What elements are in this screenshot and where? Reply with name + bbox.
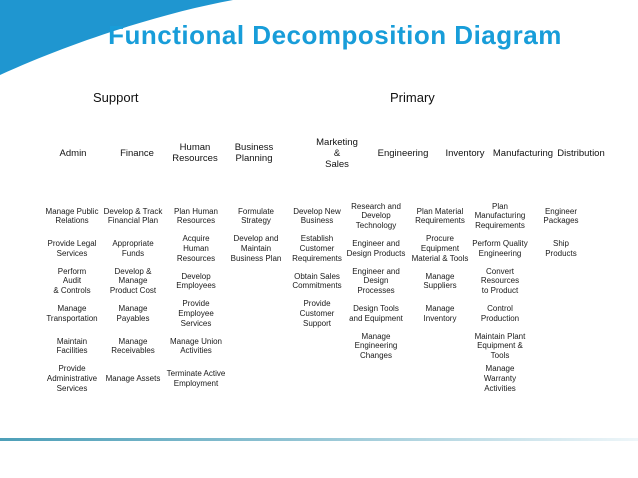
function-item: Perform Quality Engineering — [472, 239, 528, 258]
function-item: Develop & Track Financial Plan — [103, 206, 163, 226]
function-item: Perform Audit & Controls — [53, 266, 91, 296]
function-item: Develop and Maintain Business Plan — [230, 234, 282, 263]
function-item: Procure Equipment Material & Tools — [411, 234, 469, 263]
column-header-admin: Admin — [59, 147, 87, 159]
function-item: Engineer Packages — [543, 206, 579, 226]
function-item: Plan Human Resources — [173, 206, 219, 226]
function-item: Provide Legal Services — [47, 239, 97, 258]
column-header-engineering: Engineering — [377, 147, 429, 159]
function-item: Engineer and Design Products — [346, 239, 406, 258]
function-item: Maintain Plant Equipment & Tools — [474, 331, 526, 361]
function-item: Manage Public Relations — [45, 206, 99, 226]
function-item: Appropriate Funds — [112, 239, 154, 258]
column-header-business-planning: Business Planning — [234, 142, 274, 164]
function-item: Plan Manufacturing Requirements — [474, 201, 526, 231]
function-item: Formulate Strategy — [237, 206, 274, 226]
section-label-support: Support — [93, 90, 139, 105]
function-item: Acquire Human Resources — [176, 234, 216, 263]
column-header-marketing-sales: Marketing & Sales — [316, 136, 358, 170]
corner-swoosh-shape — [0, 0, 233, 75]
column-header-distribution: Distribution — [557, 147, 605, 159]
function-item: Maintain Facilities — [56, 336, 88, 356]
function-item: Manage Receivables — [111, 336, 155, 356]
bottom-divider-line — [0, 438, 638, 441]
function-item: Convert Resources to Product — [480, 266, 520, 296]
function-item: Engineer and Design Processes — [352, 266, 400, 296]
function-item: Establish Customer Requirements — [292, 234, 342, 263]
function-item: Design Tools and Equipment — [349, 304, 403, 323]
column-header-manufacturing: Manufacturing — [492, 147, 554, 159]
function-item: Develop & Manage Product Cost — [109, 266, 157, 296]
slide-title: Functional Decomposition Diagram — [108, 20, 562, 50]
function-item: Manage Assets — [105, 373, 161, 383]
function-item: Manage Transportation — [46, 304, 98, 323]
function-item: Plan Material Requirements — [415, 206, 465, 226]
function-item: Manage Payables — [116, 304, 150, 323]
function-item: Control Production — [480, 304, 520, 323]
function-item: Manage Engineering Changes — [354, 331, 398, 361]
function-item: Manage Warranty Activities — [483, 364, 517, 393]
column-header-finance: Finance — [120, 147, 154, 159]
function-item: Terminate Active Employment — [166, 369, 226, 388]
function-item: Research and Develop Technology — [351, 201, 401, 231]
function-item: Provide Employee Services — [178, 299, 214, 328]
function-item: Develop New Business — [293, 206, 341, 226]
function-item: Manage Union Activities — [169, 336, 223, 356]
column-header-human-resources: Human Resources — [172, 142, 218, 164]
section-label-primary: Primary — [390, 90, 435, 105]
function-item: Develop Employees — [176, 271, 216, 291]
function-item: Manage Suppliers — [423, 271, 457, 291]
function-item: Provide Administrative Services — [46, 364, 98, 393]
function-item: Ship Products — [545, 239, 577, 258]
function-item: Provide Customer Support — [299, 299, 335, 328]
column-header-inventory: Inventory — [445, 147, 485, 159]
function-item: Obtain Sales Commitments — [292, 271, 342, 291]
function-item: Manage Inventory — [423, 304, 457, 323]
